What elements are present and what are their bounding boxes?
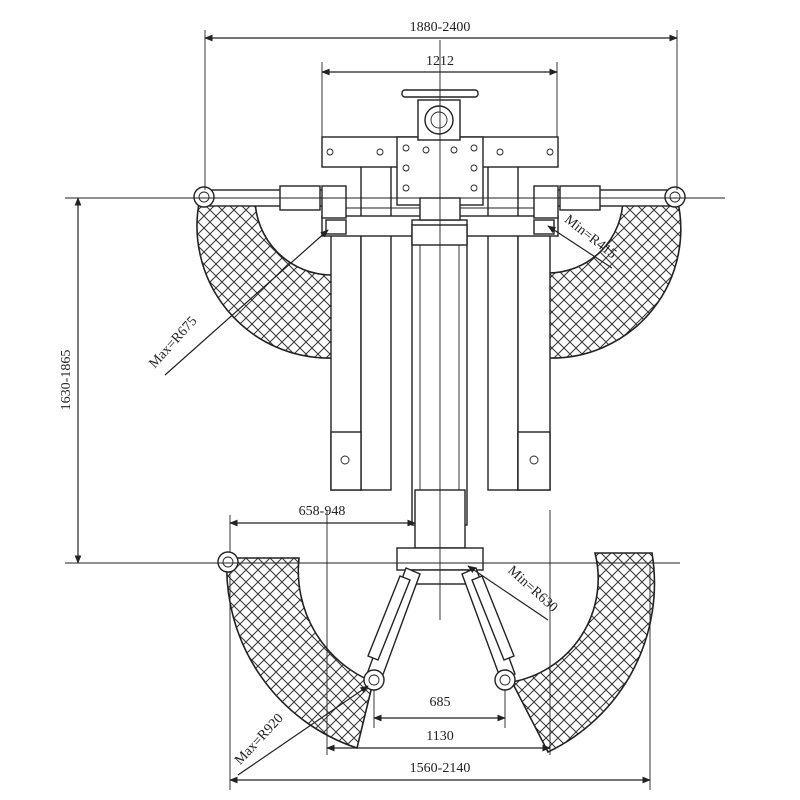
dim-height: 1630-1865 xyxy=(59,350,74,411)
leader-front-right-min xyxy=(467,565,549,621)
lift-pad-front-left xyxy=(217,551,239,573)
left-column-base xyxy=(330,431,362,491)
front-right-arm xyxy=(461,567,516,681)
center-column-cap xyxy=(411,224,468,246)
dim-front-reach: 658-948 xyxy=(299,504,346,519)
leader-rear-right-min xyxy=(547,225,613,269)
right-inner-column xyxy=(487,159,519,491)
rear-right-sweep-area xyxy=(547,197,682,359)
dim-front-overall-width: 1560-2140 xyxy=(410,761,471,776)
radius-front-left-max: Max=R920 xyxy=(232,711,287,768)
motor-pulley xyxy=(424,105,454,135)
rear-left-sweep-area xyxy=(196,197,333,359)
radius-rear-right-min: Min=R415 xyxy=(561,212,619,262)
lift-pad-rear-right xyxy=(664,186,686,208)
front-left-sweep-area xyxy=(225,557,374,750)
centerlines xyxy=(65,30,725,790)
radius-front-right-min: Min=R630 xyxy=(504,563,560,615)
front-left-arm xyxy=(366,567,421,681)
lift-pad-rear-left xyxy=(193,186,215,208)
right-column-base xyxy=(517,431,551,491)
leader-rear-left-max xyxy=(164,229,329,376)
leader-front-left-max xyxy=(237,685,369,776)
housing-bolts xyxy=(326,144,554,465)
dim-inner-pad-spacing: 685 xyxy=(430,695,451,710)
front-right-sweep-area xyxy=(510,552,656,754)
dim-inner-arm-spacing: 1130 xyxy=(426,729,453,744)
left-inner-column xyxy=(360,159,392,491)
dim-carriage-width: 1212 xyxy=(426,54,454,69)
lift-pad-front-inner-right xyxy=(494,669,516,691)
center-column xyxy=(411,219,468,526)
dim-overall-width: 1880-2400 xyxy=(410,20,471,35)
radius-rear-left-max: Max=R675 xyxy=(146,314,200,372)
